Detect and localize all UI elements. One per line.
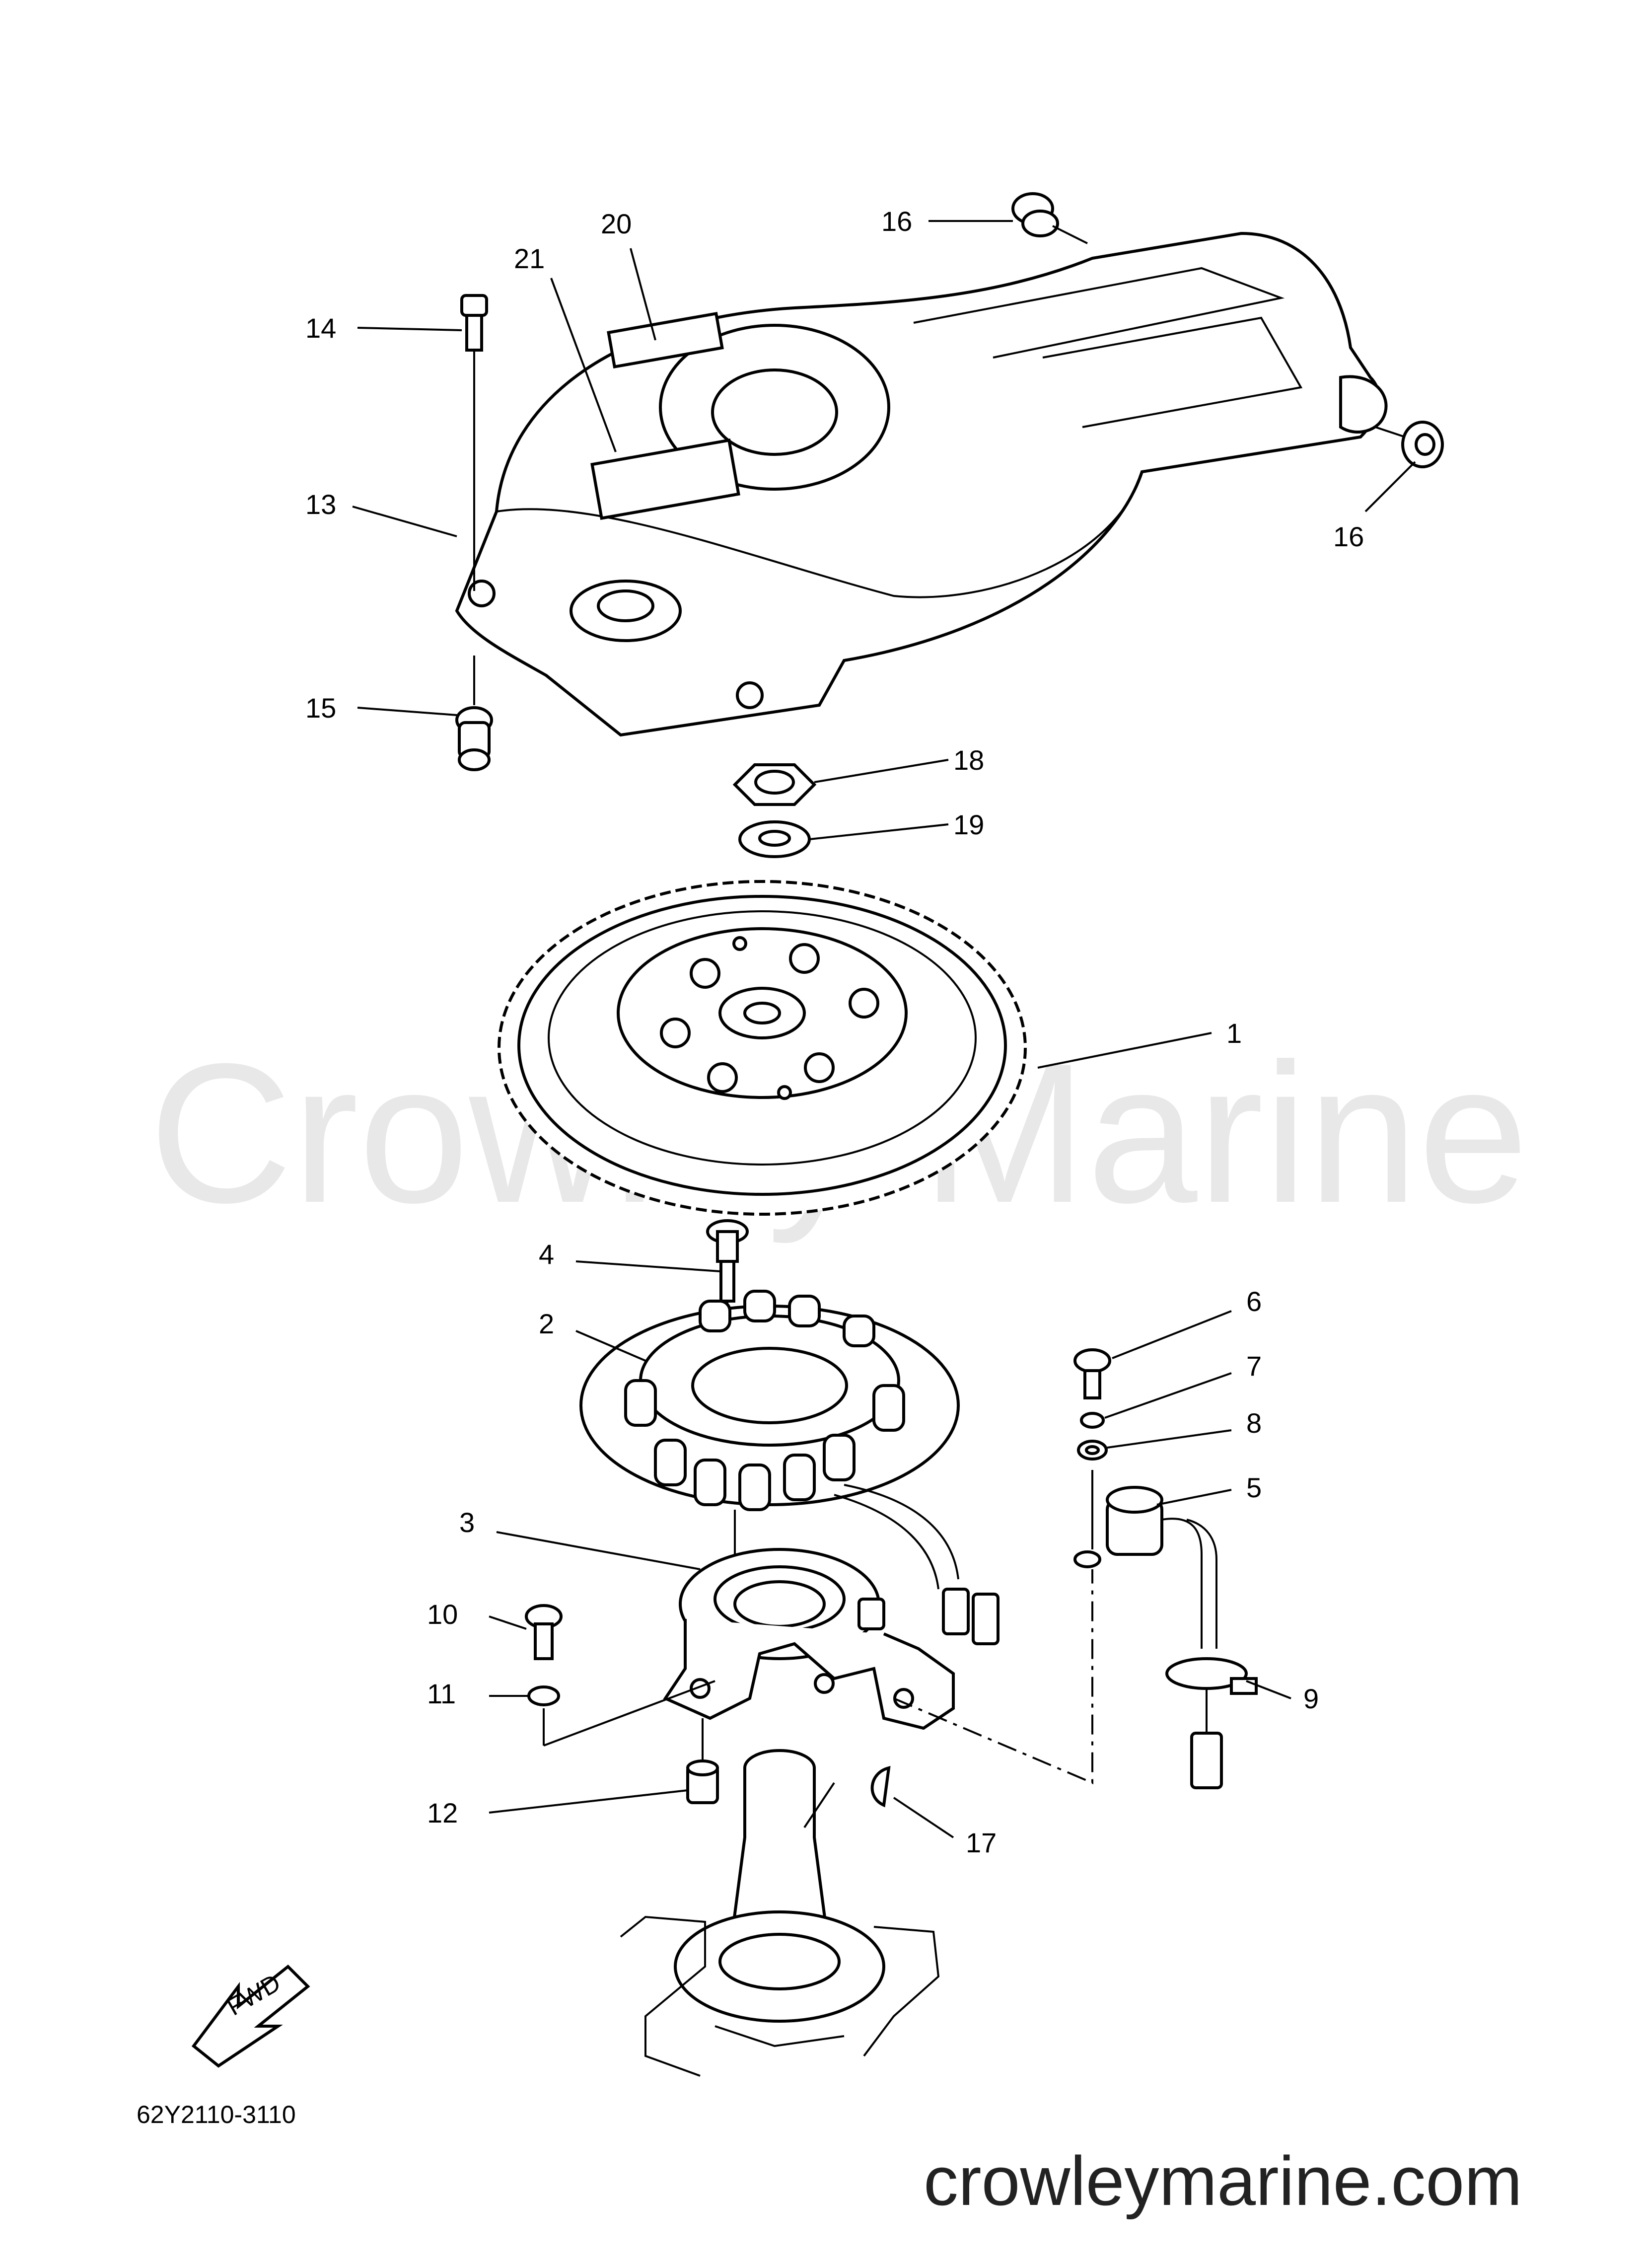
site-url: crowleymarine.com [924, 2142, 1522, 2220]
callout-4: 4 [539, 1239, 554, 1270]
part-code: 62Y2110-3110 [137, 2101, 296, 2128]
callout-13: 13 [305, 489, 336, 520]
washer-11 [527, 1680, 715, 1747]
flywheel [498, 880, 1027, 1216]
grommet-15 [455, 656, 493, 771]
callouts: 1 2 3 4 5 6 7 8 9 10 11 12 13 14 15 16 1… [305, 206, 1364, 1858]
callout-6: 6 [1246, 1286, 1262, 1317]
washer-19 [738, 820, 811, 858]
woodruff-key-17 [870, 1766, 891, 1808]
callout-18: 18 [953, 744, 984, 776]
callout-7: 7 [1246, 1350, 1262, 1382]
fwd-arrow-icon: FWD [191, 1964, 310, 2068]
callout-10: 10 [427, 1599, 458, 1630]
alignment-line [893, 1569, 1093, 1785]
nut-18 [732, 763, 817, 806]
callout-15: 15 [305, 692, 336, 724]
bolt-14 [460, 294, 488, 591]
callout-2: 2 [539, 1308, 554, 1339]
bolt-4 [706, 1219, 749, 1351]
crankshaft [620, 1749, 940, 2077]
screw-6 [1073, 1348, 1111, 1399]
callout-11: 11 [427, 1678, 456, 1709]
callout-14: 14 [305, 312, 336, 344]
washer-7 [1080, 1412, 1105, 1429]
callout-21: 21 [514, 243, 545, 274]
callout-17: 17 [966, 1827, 997, 1858]
leader-lines [352, 220, 1416, 1838]
grommet-16-right [1375, 421, 1444, 468]
grommet-16-top [1011, 192, 1088, 244]
screw-10 [525, 1604, 563, 1660]
callout-19: 19 [953, 809, 984, 840]
callout-8: 8 [1246, 1407, 1262, 1439]
wire-clamp-9 [1165, 1657, 1258, 1789]
washer-8 [1077, 1440, 1108, 1461]
callout-12: 12 [427, 1797, 458, 1829]
callout-16-right: 16 [1333, 521, 1364, 552]
callout-3: 3 [459, 1507, 475, 1538]
stator [579, 1290, 999, 1645]
flywheel-cover [455, 231, 1388, 737]
callout-16-top: 16 [881, 206, 912, 237]
callout-9: 9 [1303, 1683, 1319, 1714]
lead-path-6 [1073, 1470, 1101, 1568]
callout-1: 1 [1226, 1018, 1242, 1049]
charge-coil-5 [1106, 1486, 1217, 1649]
callout-5: 5 [1246, 1472, 1262, 1503]
pulser-coil-base [663, 1510, 955, 1730]
collar-12 [686, 1718, 719, 1804]
callout-20: 20 [601, 208, 632, 239]
